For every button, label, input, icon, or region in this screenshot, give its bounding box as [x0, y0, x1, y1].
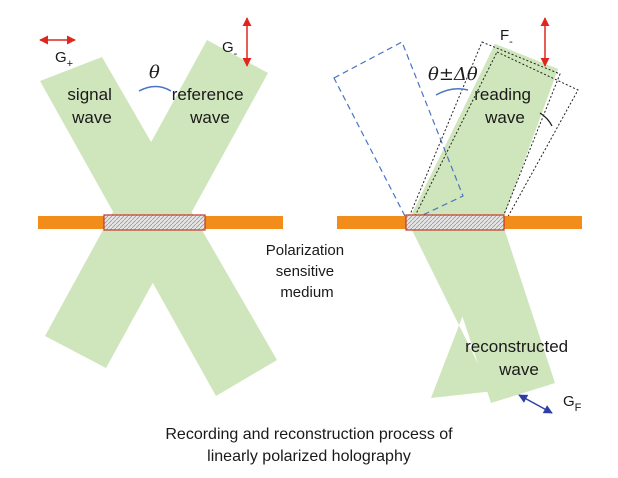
- reconstructed-beam: [432, 222, 555, 403]
- reading-wave-label: reading wave: [474, 85, 535, 127]
- angle-tick-right: [539, 112, 553, 127]
- g-f-label: GF: [563, 393, 582, 414]
- f-minus-label: F-: [500, 27, 513, 48]
- signal-wave-label: signal wave: [67, 85, 116, 127]
- reference-beam: [45, 40, 268, 368]
- dashed-signal-outline: [333, 41, 464, 223]
- dotted-outline-a: [406, 41, 561, 223]
- g-minus-label: G-: [222, 39, 238, 60]
- theta-label-left: θ: [149, 62, 160, 83]
- theta-arc-right: [435, 88, 469, 96]
- theta-arc-left: [138, 85, 172, 92]
- caption-line-2: linearly polarized holography: [207, 448, 411, 465]
- g-f-arrow: [518, 394, 553, 414]
- reconstructed-wave-label: reconstructed wave: [465, 337, 573, 379]
- reading-beam-top: [408, 44, 558, 222]
- grating-left: [103, 214, 206, 231]
- recording-panel: θ signal wave reference wave G+ G-: [38, 17, 283, 396]
- reference-wave-label: reference wave: [172, 85, 249, 127]
- theta-pm-label: θ±Δθ: [428, 64, 478, 85]
- figure-caption: Recording and reconstruction process of …: [0, 424, 618, 468]
- reconstruction-panel: θ±Δθ reading wave reconstructed wave F- …: [333, 17, 582, 414]
- grating-right: [405, 214, 505, 231]
- caption-line-1: Recording and reconstruction process of: [165, 426, 453, 443]
- g-plus-label: G+: [55, 49, 73, 70]
- medium-label: Polarization sensitive medium: [266, 242, 349, 301]
